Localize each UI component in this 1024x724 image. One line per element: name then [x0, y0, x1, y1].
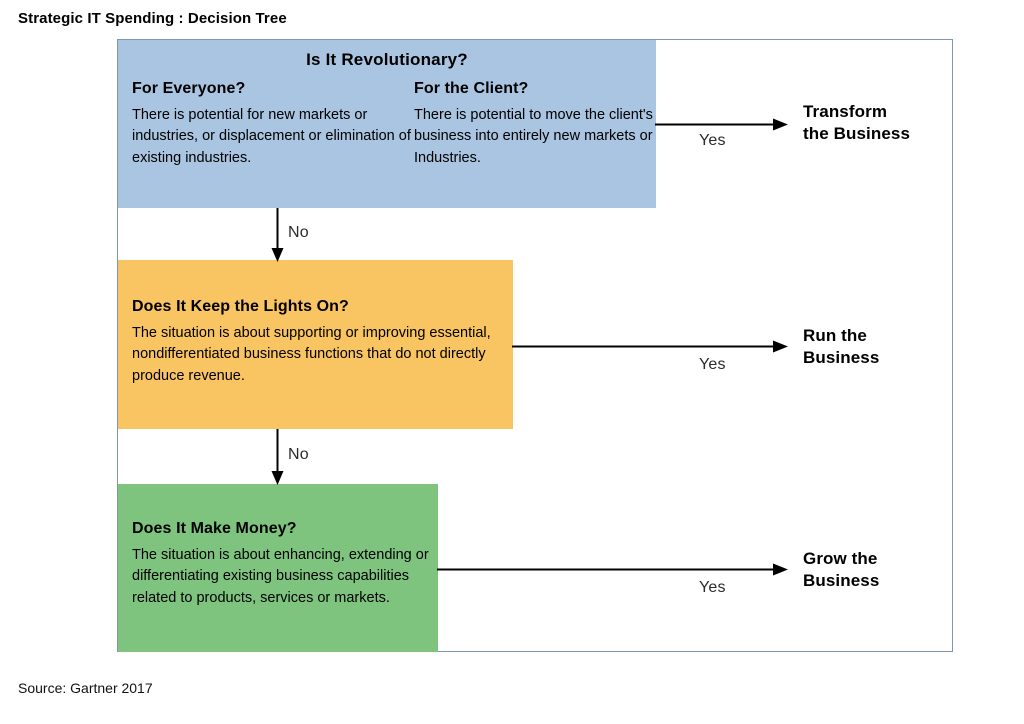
decision-node-lights-on: Does It Keep the Lights On? The situatio… — [118, 260, 513, 429]
decision-node-columns: For Everyone? There is potential for new… — [118, 70, 656, 169]
outcome-line: the Business — [803, 124, 911, 144]
decision-node-content: Does It Keep the Lights On? The situatio… — [118, 260, 512, 387]
outcome-line: Business — [803, 571, 880, 591]
edge-label-yes: Yes — [699, 356, 726, 373]
decision-node-title: Is It Revolutionary? — [306, 50, 468, 69]
edge-label-yes: Yes — [699, 579, 726, 596]
decision-node-heading: Does It Keep the Lights On? — [132, 298, 349, 315]
decision-node-body: The situation is about enhancing, extend… — [132, 547, 429, 606]
source-note: Source: Gartner 2017 — [18, 680, 153, 696]
outcome-line: Grow the — [803, 549, 878, 568]
decision-node-revolutionary: Is It Revolutionary? For Everyone? There… — [118, 40, 656, 208]
outcome-grow-the-business: Grow the Business — [803, 548, 879, 593]
column-body: There is potential to move the client's … — [414, 107, 653, 166]
outcome-transform-the-business: Transform the Business — [803, 101, 910, 146]
outcome-line: Business — [803, 348, 880, 368]
outcome-run-the-business: Run the Business — [803, 325, 879, 370]
decision-node-content: Does It Make Money? The situation is abo… — [118, 484, 432, 609]
decision-node-heading: Does It Make Money? — [132, 520, 297, 537]
column-heading: For Everyone? — [132, 80, 246, 97]
outcome-line: Transform — [803, 102, 888, 121]
edge-label-no: No — [288, 446, 309, 463]
decision-node-body: The situation is about supporting or imp… — [132, 325, 491, 384]
outcome-line: Run the — [803, 326, 867, 345]
decision-column-for-the-client: For the Client? There is potential to mo… — [414, 80, 654, 169]
edge-label-yes: Yes — [699, 132, 726, 149]
column-body: There is potential for new markets or in… — [132, 107, 411, 166]
decision-column-for-everyone: For Everyone? There is potential for new… — [132, 80, 414, 169]
page-title: Strategic IT Spending : Decision Tree — [18, 10, 287, 27]
edge-label-no: No — [288, 224, 309, 241]
column-heading: For the Client? — [414, 80, 529, 97]
decision-node-make-money: Does It Make Money? The situation is abo… — [118, 484, 438, 652]
